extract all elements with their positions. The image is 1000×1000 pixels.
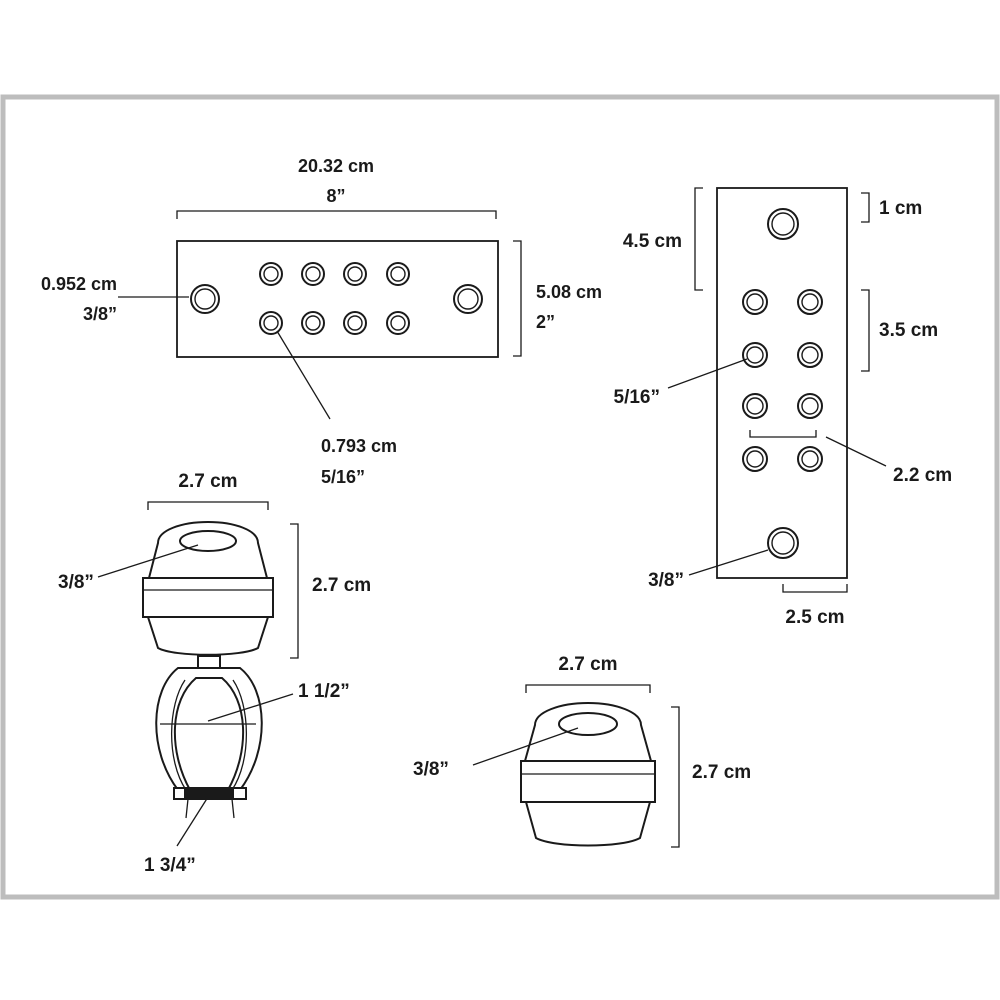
- single-bore-label: 3/8”: [413, 759, 449, 780]
- small-holes-top-row: [259, 262, 410, 286]
- small-hole: [386, 262, 410, 286]
- plate-height-in: 2”: [536, 312, 555, 332]
- hole-pitch-bracket: [749, 430, 817, 438]
- knob-clamp-group: 2.7 cm 2.7 cm 3/8” 1 1/2” 1 3/4”: [58, 471, 371, 876]
- small-hole-inner: [801, 293, 819, 311]
- single-knob-height-bracket: [671, 706, 680, 848]
- vertical-small-hole-leader: [667, 358, 748, 389]
- top-offset-bracket: [861, 192, 870, 223]
- clamp-inner-right: [231, 679, 248, 791]
- end-hole-right-inner: [457, 288, 479, 310]
- end-hole-left-inner: [194, 288, 216, 310]
- plate-height-cm: 5.08 cm: [536, 282, 602, 302]
- single-knob-width-label: 2.7 cm: [558, 654, 617, 675]
- clamp-knob-band: [142, 577, 274, 618]
- single-bore-leader: [472, 727, 579, 766]
- small-hole: [343, 311, 367, 335]
- clamp-knob-width-bracket: [147, 501, 269, 510]
- small-hole: [259, 311, 283, 335]
- small-hole-inner: [390, 315, 406, 331]
- drawing-border: [0, 94, 1000, 900]
- small-hole-inner: [746, 397, 764, 415]
- vertical-small-hole-label: 5/16”: [614, 387, 660, 408]
- small-hole-inner: [801, 346, 819, 364]
- pipe-upper-label: 1 1/2”: [298, 681, 350, 702]
- hole-pitch-leader: [825, 436, 887, 467]
- clamp-nut: [197, 655, 221, 669]
- single-knob-base: [524, 801, 652, 847]
- bottom-hole-leader: [688, 549, 769, 576]
- small-hole: [301, 311, 325, 335]
- clamp-knob-base: [146, 616, 270, 656]
- clamp-bolt-thread: [184, 789, 234, 798]
- small-hole-inner: [390, 266, 406, 282]
- clamp-knob-height-bracket: [290, 523, 299, 659]
- plate-width-bracket: [176, 210, 497, 219]
- small-hole-inner: [746, 293, 764, 311]
- small-hole-inner: [746, 346, 764, 364]
- bottom-hole-label: 3/8”: [648, 570, 684, 591]
- clamp-leg-left: [185, 798, 189, 819]
- pipe-lower-label: 1 3/4”: [144, 855, 196, 876]
- small-hole-inner: [347, 266, 363, 282]
- small-holes-bottom-row: [259, 311, 410, 335]
- small-hole-inner: [263, 315, 279, 331]
- top-span-label: 4.5 cm: [623, 231, 682, 252]
- end-hole-cm-label: 0.952 cm: [41, 274, 117, 294]
- plate-width-cm: 20.32 cm: [298, 156, 374, 176]
- small-hole: [301, 262, 325, 286]
- bottom-hole-inner: [771, 531, 795, 555]
- clamp-inner-left: [170, 679, 187, 791]
- small-hole: [343, 262, 367, 286]
- vertical-plate-group: 1 cm 4.5 cm 3.5 cm 5/16” 2.2 cm 3/8” 2.5…: [614, 187, 952, 628]
- pipe-lower-leader: [176, 796, 209, 847]
- small-hole-inner: [263, 266, 279, 282]
- small-hole-inner: [801, 450, 819, 468]
- clamp-knob-height-label: 2.7 cm: [312, 575, 371, 596]
- horizontal-plate-group: 20.32 cm 8” 0.952 cm 3/8” 5.08 cm: [41, 156, 602, 487]
- horizontal-plate: [176, 240, 499, 358]
- vertical-small-holes: [742, 289, 823, 472]
- pipe-upper-leader: [207, 693, 294, 722]
- top-offset-label: 1 cm: [879, 198, 922, 219]
- single-knob-band: [520, 760, 656, 803]
- clamp-bore-leader: [97, 544, 199, 578]
- single-knob-width-bracket: [525, 684, 651, 693]
- bottom-width-bracket: [782, 584, 848, 593]
- clamp-ring: [155, 667, 263, 791]
- plate-width-in: 8”: [326, 186, 345, 206]
- small-hole: [386, 311, 410, 335]
- small-hole-inner: [801, 397, 819, 415]
- small-hole: [259, 262, 283, 286]
- small-hole-inner: [305, 266, 321, 282]
- small-hole-inner: [305, 315, 321, 331]
- small-hole-cm-label: 0.793 cm: [321, 436, 397, 456]
- top-hole-inner: [771, 212, 795, 236]
- clamp-bore-label: 3/8”: [58, 572, 94, 593]
- knob-single-group: 2.7 cm 2.7 cm 3/8”: [413, 654, 751, 848]
- small-hole-inner: [746, 450, 764, 468]
- clamp-leg-right: [231, 798, 235, 819]
- single-knob-height-label: 2.7 cm: [692, 762, 751, 783]
- small-hole-inner: [347, 315, 363, 331]
- bottom-width-label: 2.5 cm: [785, 607, 844, 628]
- small-hole-in-label: 5/16”: [321, 467, 365, 487]
- end-hole-in-label: 3/8”: [83, 304, 117, 324]
- row-span-bracket: [861, 289, 870, 372]
- clamp-knob-width-label: 2.7 cm: [178, 471, 237, 492]
- top-span-bracket: [694, 187, 703, 291]
- vertical-plate: [716, 187, 848, 579]
- small-hole-leader: [276, 330, 331, 420]
- plate-height-bracket: [513, 240, 522, 357]
- row-span-label: 3.5 cm: [879, 320, 938, 341]
- hole-pitch-label: 2.2 cm: [893, 465, 952, 486]
